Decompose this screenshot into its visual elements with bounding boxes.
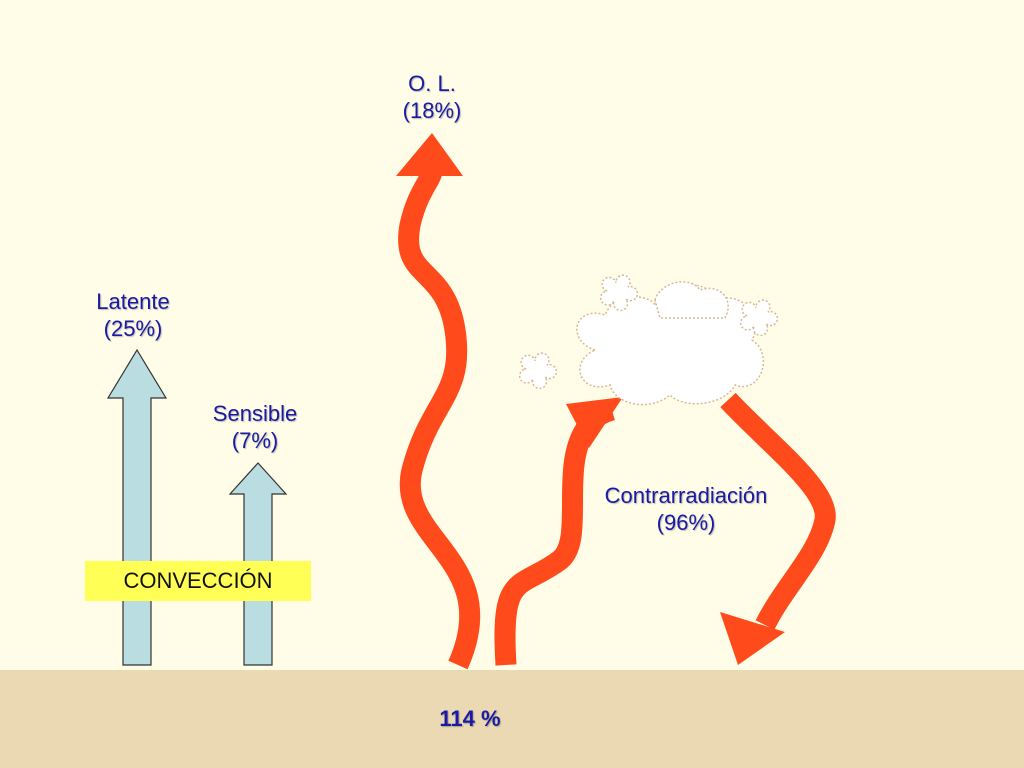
convection-label-box: CONVECCIÓN	[85, 561, 311, 601]
ground	[0, 670, 1024, 768]
counter-radiation-percent: (96%)	[656, 510, 716, 535]
latent-heat-title: Latente	[96, 289, 170, 314]
latent-heat-percent: (25%)	[103, 316, 163, 341]
counter-radiation-arrowhead	[720, 612, 785, 665]
outgoing-longwave-title: O. L.	[408, 71, 456, 96]
counter-radiation-arrow-body	[720, 392, 836, 630]
outgoing-longwave-arrow-body	[398, 168, 481, 670]
sensible-heat-label: Sensible (7%)	[190, 400, 320, 454]
outgoing-longwave-arrowhead	[396, 133, 463, 176]
outgoing-longwave-label: O. L. (18%)	[370, 70, 494, 124]
sensible-heat-percent: (7%)	[231, 428, 279, 453]
latent-heat-arrow	[106, 348, 168, 666]
counter-radiation-title: Contrarradiación	[604, 483, 768, 508]
sensible-heat-title: Sensible	[212, 401, 298, 426]
surface-to-cloud-arrowhead	[566, 397, 623, 448]
latent-heat-label: Latente (25%)	[70, 288, 196, 342]
surface-to-cloud-arrow-body	[494, 399, 615, 666]
outgoing-longwave-percent: (18%)	[402, 98, 462, 123]
total-percent-label: 114 %	[439, 706, 501, 731]
cloud-icon	[518, 274, 779, 406]
counter-radiation-label: Contrarradiación (96%)	[570, 482, 802, 536]
